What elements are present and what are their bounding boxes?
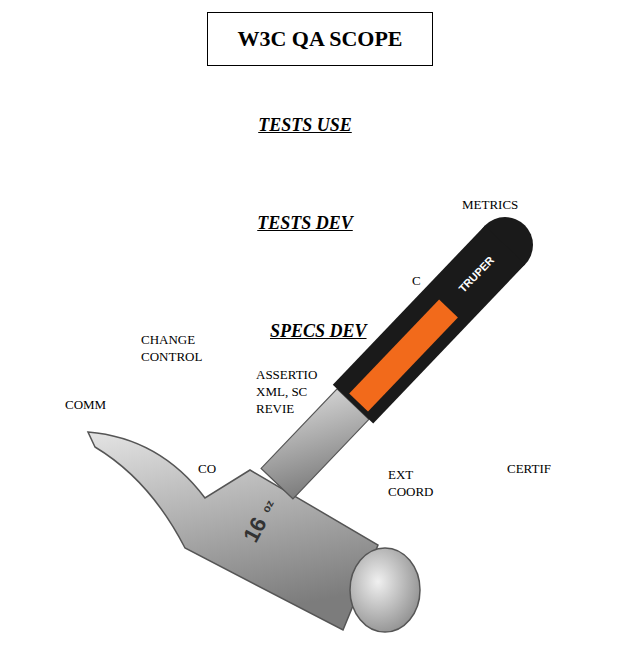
ring-heading: TESTS USE <box>258 114 352 136</box>
specs-dev-circle: SPECS DEV ASSERTIO XML, SC REVIE <box>218 262 430 450</box>
hammer-grip-insert <box>349 300 458 412</box>
title-text: W3C QA SCOPE <box>237 26 402 52</box>
area-label: CHANGE CONTROL <box>141 331 211 365</box>
area-label: COMM <box>65 396 106 413</box>
area-label: C <box>412 272 421 289</box>
area-label: CERTIF <box>507 460 551 477</box>
tests-use-ring: TESTS USEMETRICSCOMMCERTIFTESTS DEVCHANG… <box>46 142 600 648</box>
tests-dev-ring: TESTS DEVCHANGE CONTROLEXT COORDCOCSPECS… <box>133 172 517 550</box>
hammer-face <box>350 548 420 632</box>
area-label: CO <box>198 460 216 477</box>
title-box: W3C QA SCOPE <box>207 12 433 66</box>
area-label: METRICS <box>462 196 518 213</box>
area-label: EXT COORD <box>388 466 446 500</box>
circle-body: ASSERTIO XML, SC REVIE <box>256 366 338 417</box>
ellipse <box>134 173 516 549</box>
circle-heading: SPECS DEV <box>270 320 367 342</box>
ellipse <box>47 143 599 647</box>
hammer-head <box>88 432 378 630</box>
ellipse-outline <box>218 262 430 450</box>
ring-heading: TESTS DEV <box>257 212 353 234</box>
ellipse <box>219 263 429 449</box>
